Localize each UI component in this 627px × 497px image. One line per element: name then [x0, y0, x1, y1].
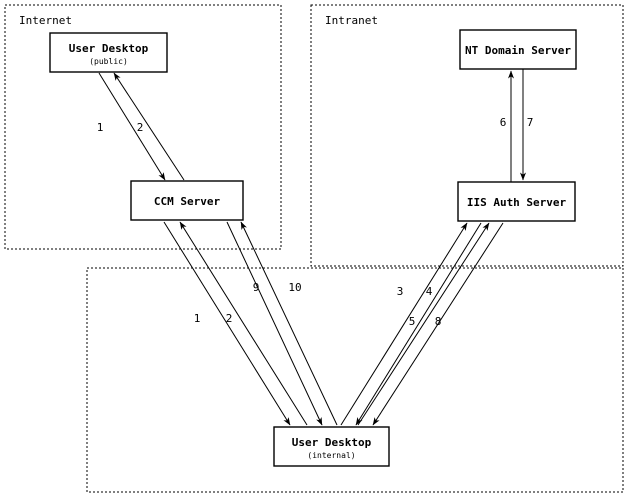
node-user-desktop-internal[interactable]: User Desktop (internal) — [273, 426, 390, 467]
zone-boundary-intranet — [310, 4, 624, 267]
flow-arrow-3-user-desktop-internal-to-iis-auth-server — [340, 222, 468, 426]
node-user-desktop-public[interactable]: User Desktop (public) — [49, 32, 168, 73]
step-label-2-user-desktop-internal-to-ccm-server: 2 — [226, 312, 233, 325]
flow-arrow-1-ccm-server-to-user-desktop-internal — [163, 221, 291, 426]
node-nt-domain-server[interactable]: NT Domain Server — [459, 29, 577, 70]
zone-bottom — [86, 267, 624, 493]
zone-label-internet: Internet — [19, 14, 72, 27]
node-subtitle-user-desktop-public: (public) — [89, 57, 128, 66]
node-box-iis-auth-server[interactable] — [457, 181, 576, 222]
flow-arrows — [98, 69, 526, 426]
node-ccm-server[interactable]: CCM Server — [130, 180, 244, 221]
flow-arrow-4-iis-auth-server-to-user-desktop-internal — [355, 222, 482, 426]
step-label-10-user-desktop-internal-to-ccm-server: 10 — [288, 281, 301, 294]
step-label-3-user-desktop-internal-to-iis-auth-server: 3 — [397, 285, 404, 298]
step-label-4-iis-auth-server-to-user-desktop-internal: 4 — [426, 285, 433, 298]
flow-arrow-5-user-desktop-internal-to-iis-auth-server — [357, 222, 490, 426]
step-label-1-ccm-server-to-user-desktop-internal: 1 — [194, 312, 201, 325]
step-label-7-nt-domain-server-to-iis-auth-server: 7 — [527, 116, 534, 129]
step-label-1-user-desktop-public-to-ccm-server: 1 — [97, 121, 104, 134]
step-number-labels: 1 2 1 2 9 10 3 4 5 8 6 7 — [97, 116, 534, 328]
zone-label-intranet: Intranet — [325, 14, 378, 27]
zone-internet: Internet — [4, 4, 282, 250]
flow-arrow-1-user-desktop-public-to-ccm-server — [98, 72, 166, 181]
step-label-5-user-desktop-internal-to-iis-auth-server: 5 — [409, 315, 416, 328]
zone-intranet: Intranet — [310, 4, 624, 267]
node-subtitle-user-desktop-internal: (internal) — [307, 451, 355, 460]
node-title-nt-domain-server: NT Domain Server — [465, 44, 571, 57]
node-title-user-desktop-internal: User Desktop — [292, 436, 372, 449]
flow-arrow-10-user-desktop-internal-to-ccm-server — [240, 221, 338, 426]
step-label-6-iis-auth-server-to-nt-domain-server: 6 — [500, 116, 507, 129]
step-label-2-ccm-server-to-user-desktop-public: 2 — [137, 121, 144, 134]
flow-arrow-2-user-desktop-internal-to-ccm-server — [179, 221, 308, 426]
node-box-nt-domain-server[interactable] — [459, 29, 577, 70]
zone-boundary-bottom — [86, 267, 624, 493]
node-title-ccm-server: CCM Server — [154, 195, 221, 208]
node-boxes: User Desktop (public) CCM Server NT Domain … — [49, 29, 577, 467]
zone-boundary-internet — [4, 4, 282, 250]
node-box-ccm-server[interactable] — [130, 180, 244, 221]
node-box-user-desktop-public[interactable] — [49, 32, 168, 73]
flow-arrow-9-ccm-server-to-user-desktop-internal — [226, 221, 323, 426]
step-label-9-ccm-server-to-user-desktop-internal: 9 — [253, 281, 260, 294]
node-title-iis-auth-server: IIS Auth Server — [467, 196, 567, 209]
step-label-8-iis-auth-server-to-user-desktop-internal: 8 — [435, 315, 442, 328]
node-iis-auth-server[interactable]: IIS Auth Server — [457, 181, 576, 222]
node-title-user-desktop-public: User Desktop — [69, 42, 149, 55]
node-box-user-desktop-internal[interactable] — [273, 426, 390, 467]
flow-arrow-8-iis-auth-server-to-user-desktop-internal — [372, 222, 504, 426]
zone-boundaries: Internet Intranet — [4, 4, 624, 493]
flow-arrow-2-ccm-server-to-user-desktop-public — [113, 72, 185, 181]
